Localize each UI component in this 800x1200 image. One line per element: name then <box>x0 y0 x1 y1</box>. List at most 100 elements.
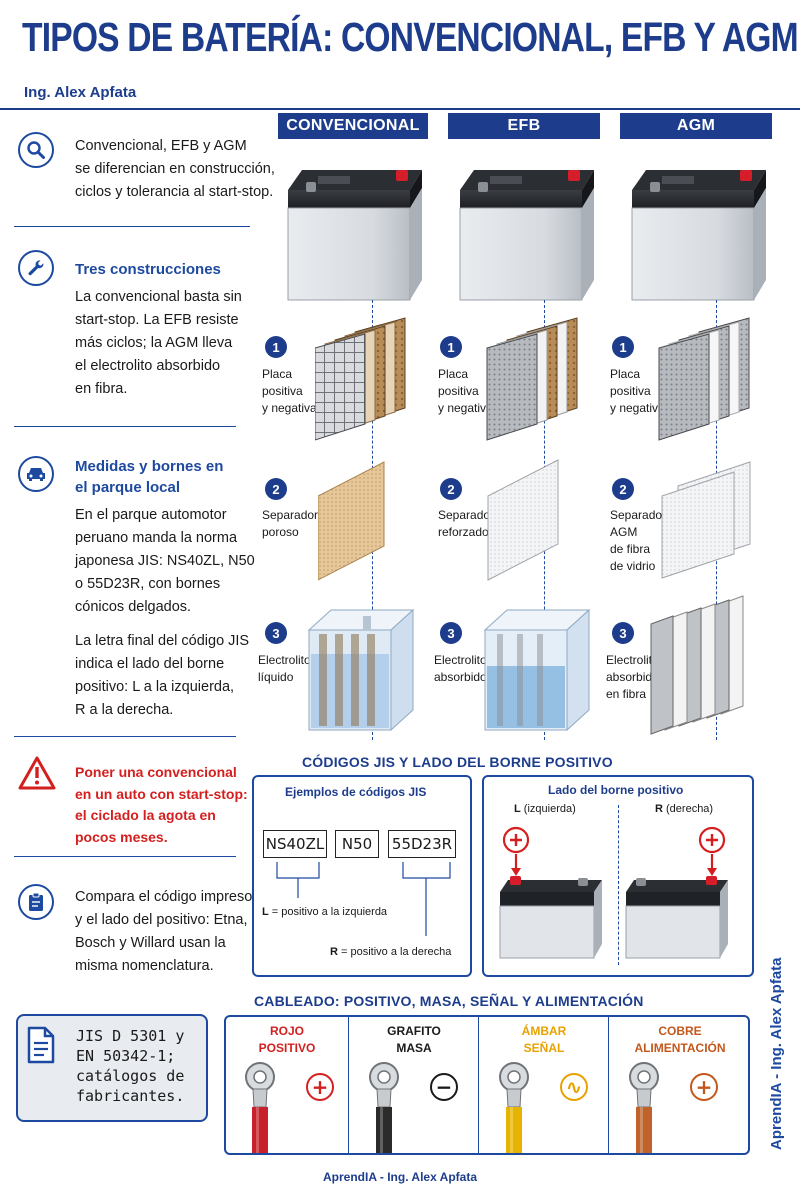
text-line: Bosch y Willard usan la <box>75 935 226 951</box>
cable-terminal <box>499 1062 529 1153</box>
caption-placas-convencional: Placa positiva y negativa <box>262 366 317 417</box>
header-divider <box>0 108 800 110</box>
step-number: 3 <box>265 622 287 644</box>
column-header-efb: EFB <box>448 113 600 139</box>
caption-line: y negativa <box>610 401 665 415</box>
ref-line: EN 50342-1; <box>76 1047 176 1065</box>
cable-label: COBRE ALIMENTACIÓN <box>610 1023 750 1057</box>
jis-code-ns40zl: NS40ZL <box>263 830 327 858</box>
text-line: positivo: L a la izquierda, <box>75 679 235 695</box>
caption-line: de vidrio <box>610 559 656 573</box>
ref-line: JIS D 5301 y <box>76 1027 185 1045</box>
minus-icon: − <box>430 1073 458 1101</box>
wave-icon: ∿ <box>560 1073 588 1101</box>
page-title: TIPOS DE BATERÍA: CONVENCIONAL, EFB Y AG… <box>22 14 799 60</box>
jis-code-55d23r: 55D23R <box>388 830 456 858</box>
divider <box>14 426 236 427</box>
compare-text: Compara el código impreso y el lado del … <box>75 886 252 978</box>
side-text: (izquierda) <box>520 803 576 815</box>
clipboard-icon <box>18 884 54 920</box>
warning-icon <box>18 756 56 795</box>
plates-agm <box>658 317 750 441</box>
caption-line: positiva <box>262 384 303 398</box>
caption-line: Placa <box>262 367 293 381</box>
step-number: 1 <box>440 336 462 358</box>
wiring-divider <box>348 1017 349 1153</box>
caption-line: Separador <box>438 508 495 522</box>
caption-placas-efb: Placa positiva y negativa <box>438 366 493 417</box>
plates-illustrations <box>315 317 750 441</box>
cable-color-name: COBRE <box>658 1024 702 1038</box>
cable-function: ALIMENTACIÓN <box>634 1041 726 1055</box>
column-header-convencional: CONVENCIONAL <box>278 113 428 139</box>
caption-separador-efb: Separador reforzado <box>438 507 494 541</box>
text-line: misma nomenclatura. <box>75 958 214 974</box>
text-line: y el lado del positivo: Etna, <box>75 912 248 928</box>
text-line: En el parque automotor <box>75 507 227 523</box>
footer-credit: AprendIA - Ing. Alex Apfata <box>322 1170 477 1184</box>
battery-agm <box>631 170 766 301</box>
cable-function: POSITIVO <box>258 1041 316 1055</box>
caption-line: líquido <box>258 670 294 684</box>
caption-placas-agm: Placa positiva y negativa <box>610 366 665 417</box>
side-key: L <box>514 803 521 815</box>
text-line: japonesa JIS: NS40ZL, N50 <box>75 553 255 569</box>
battery-left-positive <box>499 826 602 959</box>
heading-line: Medidas y bornes en <box>75 458 224 475</box>
jis-code-n50: N50 <box>335 830 379 858</box>
caption-line: Placa <box>610 367 641 381</box>
text-line: en fibra. <box>75 381 128 397</box>
caption-line: Electrolito <box>434 653 487 667</box>
side-divider <box>618 805 619 965</box>
jis-note-r: R = positivo a la derecha <box>330 946 451 958</box>
step-number: 3 <box>612 622 634 644</box>
cable-color-name: ÁMBAR <box>521 1024 567 1038</box>
electrolyte-agm <box>650 595 744 735</box>
divider <box>14 736 236 737</box>
caption-line: absorbido <box>434 670 487 684</box>
intro-line: se diferencian en construcción, <box>75 161 275 177</box>
text-line: cónicos delgados. <box>75 599 192 615</box>
battery-right-positive <box>625 826 728 959</box>
caption-separador-convencional: Separador poroso <box>262 507 318 541</box>
jis-note-l: L = positivo a la izquierda <box>262 906 387 918</box>
construcciones-text: La convencional basta sin start-stop. La… <box>75 286 242 401</box>
caption-line: AGM <box>610 525 638 539</box>
caption-line: Electrolito <box>258 653 311 667</box>
side-credit: AprendIA - Ing. Alex Apfata <box>768 957 785 1150</box>
caption-line: de fibra <box>610 542 651 556</box>
text-line: La letra final del código JIS <box>75 633 250 649</box>
construcciones-heading: Tres construcciones <box>75 261 221 278</box>
side-key: R <box>655 803 663 815</box>
battery-illustrations <box>287 170 766 301</box>
step-number: 1 <box>265 336 287 358</box>
caption-line: Separador <box>610 508 667 522</box>
caption-line: absorbido <box>606 670 659 684</box>
caption-line: reforzado <box>438 525 489 539</box>
separator-agm <box>661 461 751 579</box>
caption-line: poroso <box>262 525 299 539</box>
medidas-text-2: La letra final del código JIS indica el … <box>75 630 249 722</box>
caption-line: Electrolito <box>606 653 659 667</box>
side-left-label: L (izquierda) <box>514 803 576 815</box>
ref-line: fabricantes. <box>76 1087 185 1105</box>
text-line: el electrolito absorbido <box>75 358 221 374</box>
jis-side-batteries <box>499 826 728 959</box>
medidas-text: En el parque automotor peruano manda la … <box>75 504 255 619</box>
jis-examples-panel <box>252 775 472 977</box>
intro-text: Convencional, EFB y AGM se diferencian e… <box>75 135 275 204</box>
author-name: Ing. Alex Apfata <box>24 84 137 101</box>
medidas-heading: Medidas y bornes en el parque local <box>75 456 223 498</box>
electrolyte-efb <box>483 608 591 732</box>
caption-electrolito-agm: Electrolito absorbido en fibra <box>606 652 659 703</box>
heading-line: el parque local <box>75 479 181 496</box>
separator-efb <box>487 459 559 581</box>
warning-line: el ciclado la agota en <box>75 807 216 823</box>
battery-efb <box>459 170 594 301</box>
warning-line: Poner una convencional <box>75 764 237 780</box>
caption-line: en fibra <box>606 687 647 701</box>
